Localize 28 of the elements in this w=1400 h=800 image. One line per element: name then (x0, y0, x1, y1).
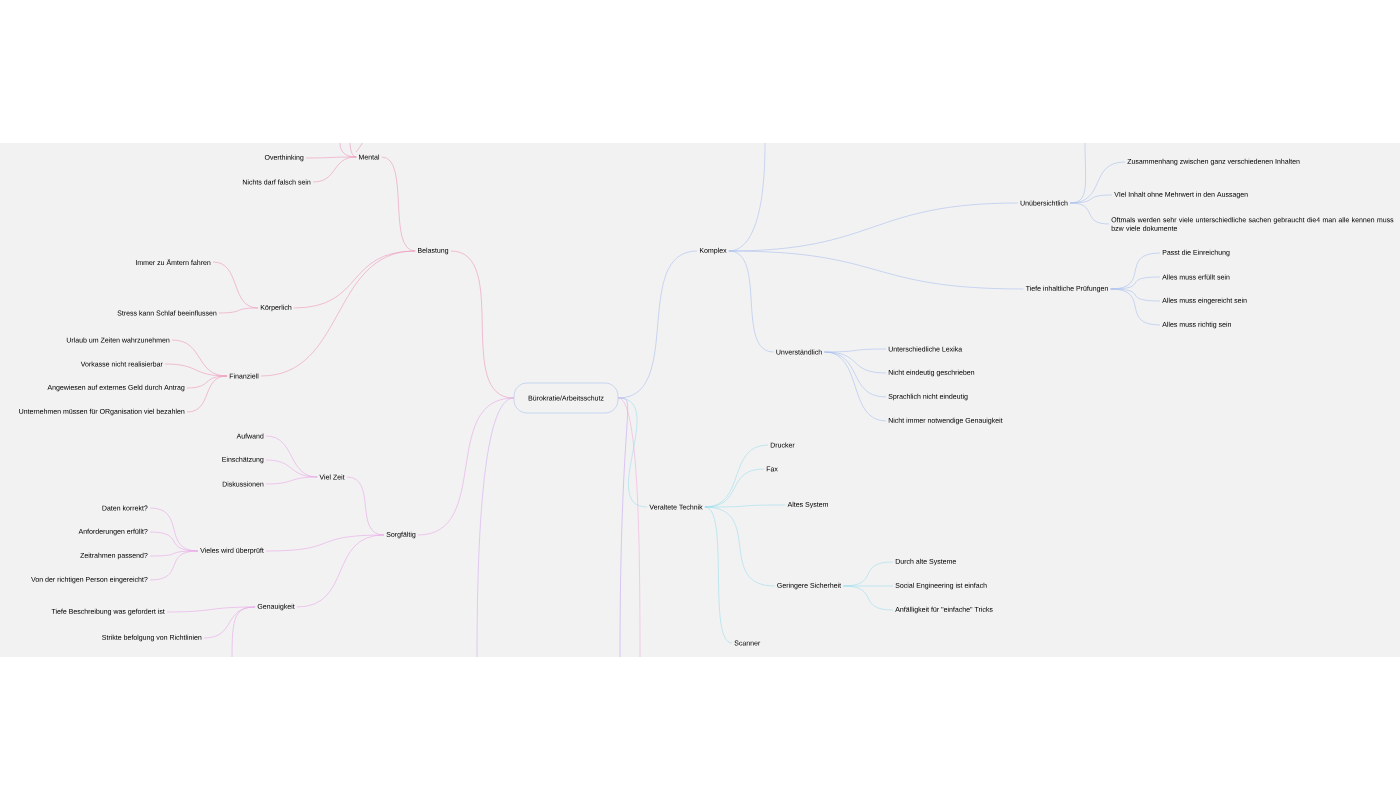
branch-line (824, 351, 887, 422)
branch-line (265, 534, 385, 552)
branch-line (1110, 288, 1161, 326)
branch-line (417, 397, 514, 536)
branch-line (618, 397, 628, 658)
branch-line (312, 156, 357, 183)
branch-line (476, 397, 514, 658)
branch-line (265, 476, 318, 485)
branch-line (824, 351, 887, 374)
branch-line (728, 250, 774, 353)
branch-line (618, 397, 641, 658)
branch-line (824, 351, 887, 398)
branch-line (260, 250, 416, 377)
branch-line (186, 375, 228, 413)
branch-line (1069, 202, 1110, 225)
branch-line (339, 142, 357, 158)
branch-line (843, 585, 894, 611)
branch-line (296, 534, 385, 608)
branch-line (355, 142, 363, 153)
branch-line (704, 506, 775, 587)
branch-line (186, 375, 228, 389)
branch-line (349, 142, 357, 158)
branch-line (704, 506, 733, 644)
branch-line (149, 550, 199, 581)
branch-line (728, 250, 1024, 290)
branch-line (231, 606, 256, 658)
branch-line (1110, 288, 1161, 302)
branch-line (218, 307, 259, 314)
